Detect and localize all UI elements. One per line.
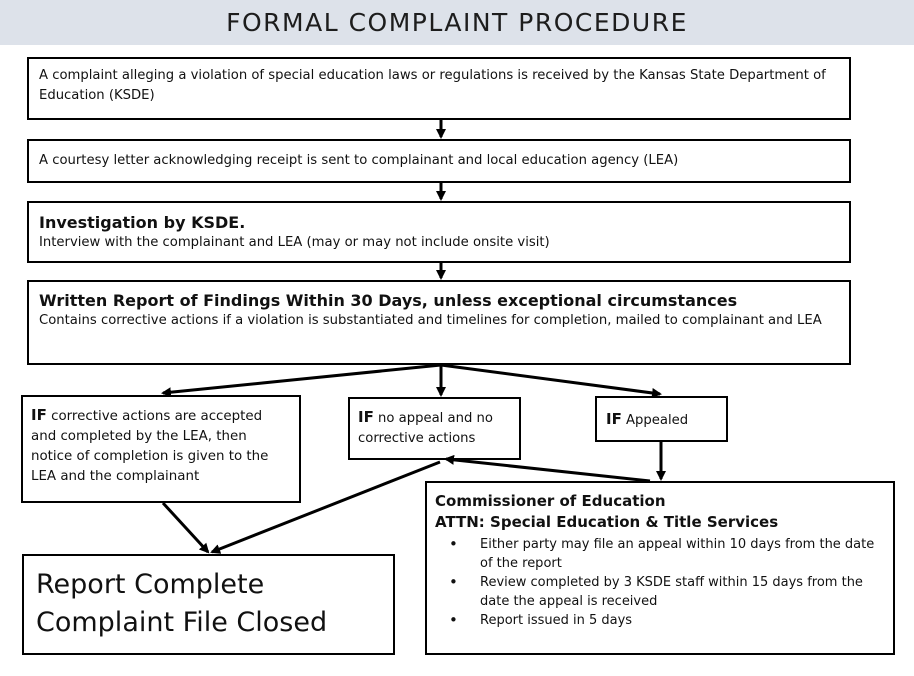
step-investigation-text: Interview with the complainant and LEA (…: [39, 235, 550, 250]
step-investigation-heading: Investigation by KSDE.: [39, 213, 246, 232]
branch-no-appeal-text: no appeal and no corrective actions: [358, 411, 493, 446]
commissioner-bullet: Report issued in 5 days: [449, 611, 885, 630]
arrow-accepted-final: [161, 501, 210, 554]
step-investigation: Investigation by KSDE. Interview with th…: [27, 201, 851, 263]
arrow-step4-appealed: [440, 363, 662, 398]
step-courtesy-letter-text: A courtesy letter acknowledging receipt …: [39, 153, 679, 168]
commissioner-attn: ATTN: Special Education & Title Services: [435, 513, 779, 531]
step-complaint-received-text: A complaint alleging a violation of spec…: [39, 68, 826, 103]
branch-accepted-text: corrective actions are accepted and comp…: [31, 409, 269, 484]
step-courtesy-letter: A courtesy letter acknowledging receipt …: [27, 139, 851, 183]
step-written-report: Written Report of Findings Within 30 Day…: [27, 280, 851, 365]
commissioner-bullet: Review completed by 3 KSDE staff within …: [449, 573, 885, 611]
branch-appealed-text: Appealed: [626, 413, 689, 428]
page-title: FORMAL COMPLAINT PROCEDURE: [226, 8, 688, 37]
branch-corrective-accepted: IF corrective actions are accepted and c…: [21, 395, 301, 503]
branch-no-appeal-if: IF: [358, 408, 374, 426]
arrow-step4-accepted: [161, 363, 442, 398]
title-bar: [0, 0, 914, 45]
arrow-noappeal-final: [210, 460, 441, 554]
commissioner-bullets: Either party may file an appeal within 1…: [435, 535, 885, 630]
report-complete-line1: Report Complete: [36, 569, 265, 600]
report-complete-box: Report Complete Complaint File Closed: [22, 554, 395, 655]
step-written-report-text: Contains corrective actions if a violati…: [39, 313, 822, 328]
branch-appealed-if: IF: [606, 410, 622, 428]
step-written-report-heading: Written Report of Findings Within 30 Day…: [39, 291, 738, 310]
report-complete-line2: Complaint File Closed: [36, 607, 328, 638]
step-complaint-received: A complaint alleging a violation of spec…: [27, 57, 851, 120]
arrow-commissioner-noappeal: [444, 454, 651, 483]
branch-accepted-if: IF: [31, 406, 47, 424]
commissioner-bullet: Either party may file an appeal within 1…: [449, 535, 885, 573]
commissioner-title: Commissioner of Education: [435, 492, 666, 510]
branch-no-appeal: IF no appeal and no corrective actions: [348, 397, 521, 460]
commissioner-box: Commissioner of Education ATTN: Special …: [425, 481, 895, 655]
